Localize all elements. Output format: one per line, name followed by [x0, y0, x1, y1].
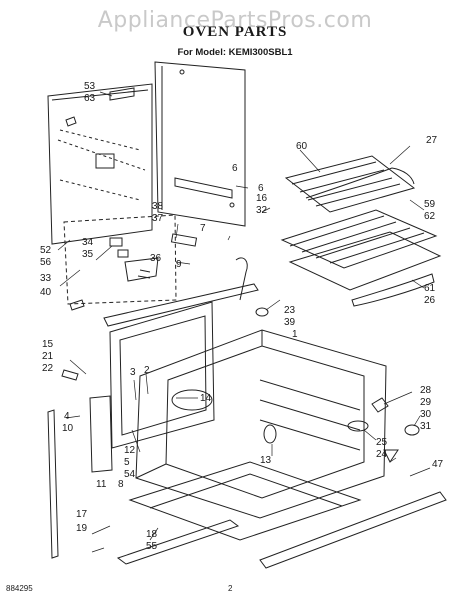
callout-60: 60 — [296, 141, 308, 152]
callout-62: 62 — [424, 211, 436, 222]
callout-63: 63 — [84, 93, 96, 104]
callout-7: 7 — [200, 223, 206, 234]
document-number: 884295 — [6, 584, 33, 593]
callout-14: 14 — [200, 393, 212, 404]
callout-4: 4 — [64, 411, 70, 422]
callout-13: 13 — [260, 455, 272, 466]
callout-6-lower: 6 — [232, 163, 238, 174]
callout-27: 27 — [426, 135, 438, 146]
callout-22: 22 — [42, 363, 54, 374]
bracket-40 — [69, 299, 85, 311]
callout-21: 21 — [42, 351, 54, 362]
callout-33: 33 — [40, 273, 52, 284]
callout-26: 26 — [424, 295, 436, 306]
callout-9: 9 — [176, 259, 182, 270]
callout-24: 24 — [376, 449, 388, 460]
callout-54: 54 — [124, 469, 136, 480]
rear-cabinet-panel — [154, 61, 246, 227]
watermark: AppliancePartsPros.com — [97, 8, 373, 33]
bake-element — [351, 273, 435, 307]
callout-5: 5 — [124, 457, 130, 468]
oven-racks — [280, 155, 442, 291]
callout-59: 59 — [424, 199, 436, 210]
top-rail — [103, 283, 259, 327]
callout-47: 47 — [432, 459, 444, 470]
callout-16: 16 — [256, 193, 268, 204]
callout-61: 61 — [424, 283, 436, 294]
callout-38: 38 — [152, 201, 164, 212]
page-number: 2 — [228, 584, 233, 593]
callout-19: 19 — [76, 523, 88, 534]
callout-18: 18 — [146, 529, 158, 540]
hinge-bracket — [89, 395, 113, 473]
callout-56: 56 — [40, 257, 52, 268]
callout-10: 10 — [62, 423, 74, 434]
oven-liner — [135, 329, 387, 519]
leader-lines — [57, 91, 431, 553]
callout-52: 52 — [40, 245, 52, 256]
bottom-panel — [128, 461, 362, 541]
callout-55: 55 — [146, 541, 158, 552]
callout-6-upper: 6 — [258, 183, 264, 194]
diagram-title: OVEN PARTS — [182, 24, 288, 40]
callout-32: 32 — [256, 205, 268, 216]
callout-23: 23 — [284, 305, 296, 316]
hinge — [61, 369, 79, 381]
callout-1: 1 — [292, 329, 298, 340]
switch-assembly-outline — [63, 214, 177, 305]
callout-30: 30 — [420, 409, 432, 420]
kick-panel — [259, 491, 447, 569]
callout-29: 29 — [420, 397, 432, 408]
callout-2: 2 — [144, 365, 150, 376]
callout-53: 53 — [84, 81, 96, 92]
callout-15: 15 — [42, 339, 54, 350]
side-trim — [47, 409, 59, 559]
callout-12: 12 — [124, 445, 136, 456]
burner-parts — [347, 397, 420, 463]
callout-35: 35 — [82, 249, 94, 260]
switch-components — [109, 233, 198, 282]
drawer-rail — [116, 519, 240, 565]
callout-25: 25 — [376, 437, 388, 448]
sensor-bulb — [255, 307, 269, 317]
callout-39: 39 — [284, 317, 296, 328]
callout-28: 28 — [420, 385, 432, 396]
callout-8: 8 — [118, 479, 124, 490]
callout-40: 40 — [40, 287, 52, 298]
thermostat-tube — [235, 257, 248, 301]
callout-31: 31 — [420, 421, 432, 432]
model-number: For Model: KEMI300SBL1 — [177, 47, 293, 58]
oven-door-frame — [109, 301, 215, 449]
callout-36: 36 — [150, 253, 162, 264]
callout-17: 17 — [76, 509, 88, 520]
callout-11: 11 — [96, 479, 107, 490]
callout-34: 34 — [82, 237, 94, 248]
callout-37: 37 — [152, 213, 164, 224]
rear-insulation-panel — [47, 83, 153, 245]
callout-3: 3 — [130, 367, 136, 378]
